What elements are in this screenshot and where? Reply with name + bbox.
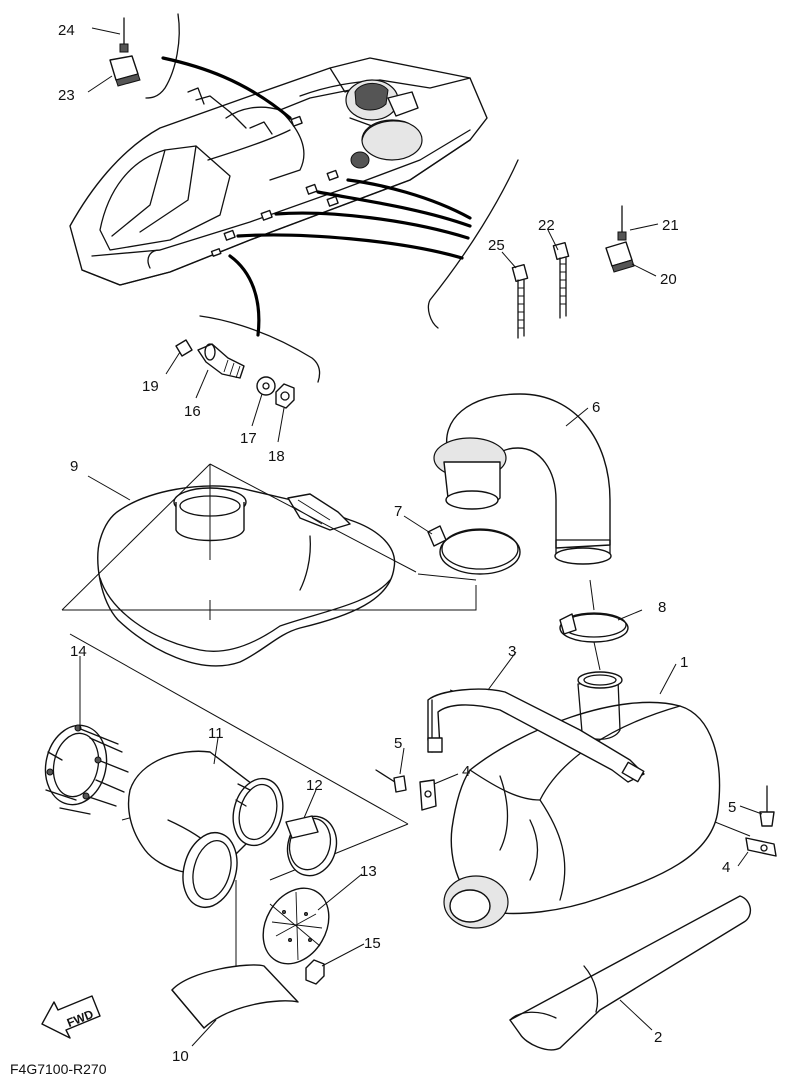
callout-18: 18 (268, 448, 285, 465)
callout-4-left: 4 (462, 763, 470, 780)
muffler-1 (443, 671, 721, 929)
callout-17: 17 (240, 430, 257, 447)
watercraft-hull-illustration (69, 57, 488, 286)
rivet-5-right (759, 785, 775, 827)
hull-detail-brackets (145, 13, 519, 383)
callout-14: 14 (70, 643, 87, 660)
callout-10: 10 (172, 1048, 189, 1065)
callout-12: 12 (306, 777, 323, 794)
callout-20: 20 (660, 271, 677, 288)
callout-11: 11 (208, 725, 224, 742)
assembly-center-lines (61, 463, 751, 990)
fitting-16 (197, 343, 245, 379)
callout-24: 24 (58, 22, 75, 39)
holder-23 (109, 55, 141, 87)
callout-9: 9 (70, 458, 78, 475)
callout-7: 7 (394, 503, 402, 520)
callout-22: 22 (538, 217, 555, 234)
callout-23: 23 (58, 87, 75, 104)
nut-15 (305, 959, 325, 985)
drawing-code: F4G7100-R270 (10, 1061, 107, 1077)
nut-18 (275, 383, 295, 409)
strap-3 (427, 688, 645, 783)
water-lock-9 (97, 485, 396, 667)
hose-clamp-8 (559, 612, 629, 643)
holder-20 (605, 241, 635, 273)
bracket-4-right (745, 837, 777, 857)
exhaust-hose-6 (433, 393, 612, 565)
callout-16: 16 (184, 403, 201, 420)
callout-5-right: 5 (728, 799, 736, 816)
callout-4-right: 4 (722, 859, 730, 876)
callout-25: 25 (488, 237, 505, 254)
hose-clamp-12 (285, 815, 338, 877)
rivet-5-left (375, 769, 407, 793)
rivet-24 (119, 17, 129, 53)
fwd-arrow-icon: FWD (41, 995, 101, 1039)
hose-clamp-7 (427, 525, 521, 575)
gasket-plate-13 (182, 831, 330, 965)
callout-19: 19 (142, 378, 159, 395)
heat-shield-2 (509, 895, 751, 1051)
callout-1: 1 (680, 654, 688, 671)
callout-5-left: 5 (394, 735, 402, 752)
callout-leader-lines (79, 27, 763, 1047)
callout-numbers: 1 2 3 4 4 5 5 6 7 8 9 10 11 12 13 14 15 … (58, 22, 736, 1065)
callout-6: 6 (592, 399, 600, 416)
callout-2: 2 (654, 1029, 662, 1046)
washer-17 (256, 376, 276, 396)
cable-tie-22 (552, 241, 570, 319)
flange-studs-14 (44, 724, 129, 815)
bracket-4-left (419, 779, 437, 811)
callout-15: 15 (364, 935, 381, 952)
rivet-21 (617, 205, 627, 241)
callout-3: 3 (508, 643, 516, 660)
cable-tie-25 (511, 263, 529, 339)
callout-8: 8 (658, 599, 666, 616)
callout-13: 13 (360, 863, 377, 880)
fastener-parts (109, 17, 777, 985)
cover-plate-10 (171, 964, 299, 1029)
callout-21: 21 (662, 217, 679, 234)
